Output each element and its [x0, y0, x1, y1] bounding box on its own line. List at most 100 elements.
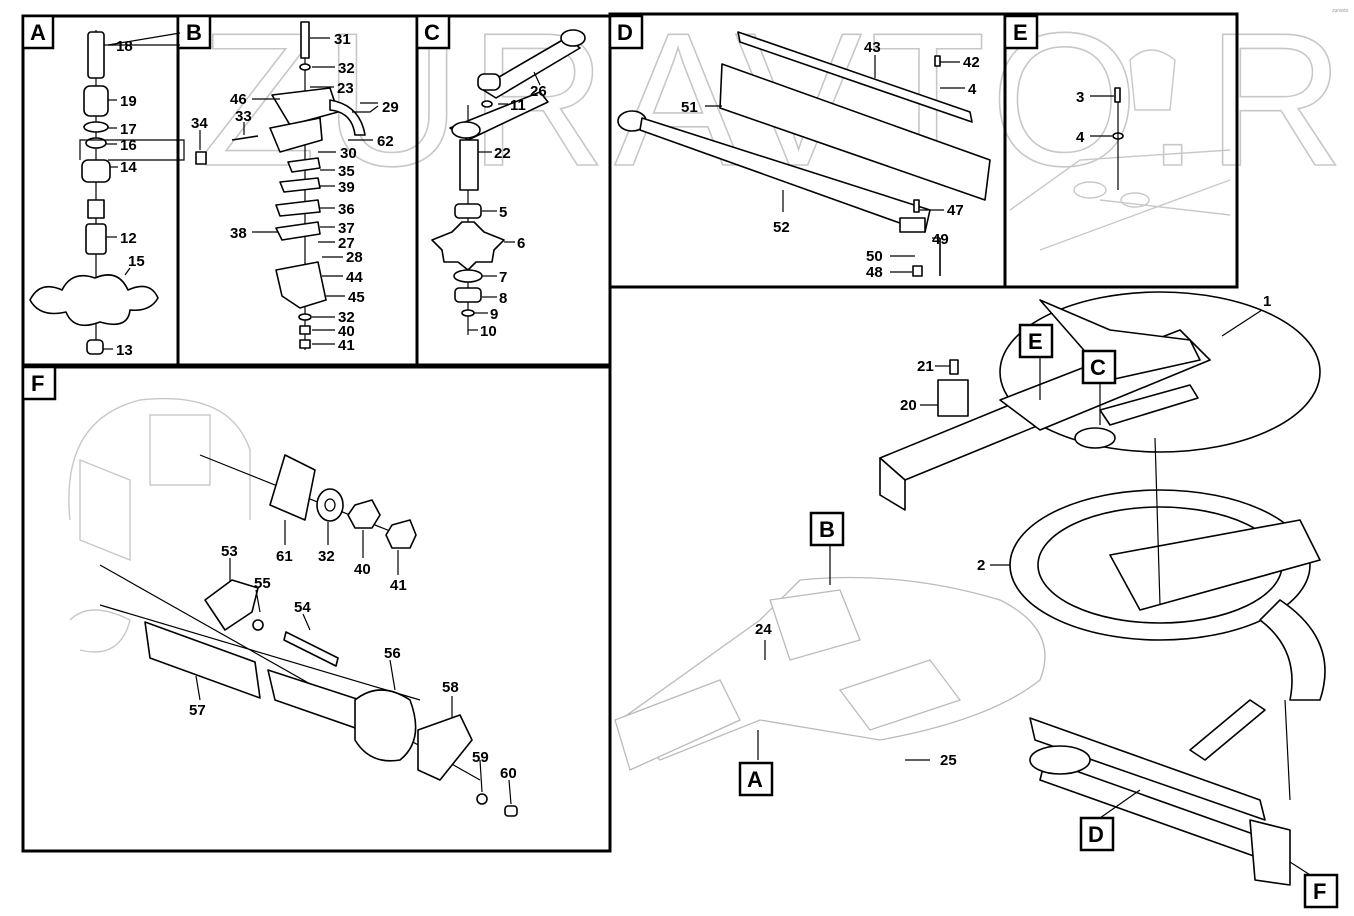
- callout-b-45: 45: [348, 289, 365, 306]
- callout-f-61: 61: [276, 548, 293, 565]
- callout-f-56: 56: [384, 645, 401, 662]
- callout-overview-24: 24: [755, 621, 772, 638]
- callout-a-18: 18: [116, 38, 133, 55]
- callout-b-38: 38: [230, 225, 247, 242]
- callout-d-49: 49: [932, 231, 949, 248]
- overview-b-box: [809, 511, 845, 547]
- callout-c-7: 7: [499, 269, 507, 286]
- callout-overview-20: 20: [900, 397, 917, 414]
- panel-d-drawing: 43 42 4 51 52 47 49 50 48: [617, 31, 991, 281]
- callout-c-8: 8: [499, 290, 507, 307]
- panel-a-tab: A: [21, 14, 55, 50]
- overview-e-label: E: [1028, 329, 1043, 354]
- panel-b-label: B: [186, 20, 202, 45]
- panel-c-drawing: 11 26 22 5 6 7 8 9 10: [431, 29, 586, 340]
- callout-b-35: 35: [338, 163, 355, 180]
- callout-b-28: 28: [346, 249, 363, 266]
- panel-e-drawing: 3 4: [1009, 49, 1231, 251]
- callout-b-29: 29: [382, 99, 399, 116]
- callout-b-44: 44: [346, 269, 363, 286]
- callout-c-5: 5: [499, 204, 507, 221]
- callout-f-57: 57: [189, 702, 206, 719]
- panel-f-frame: [21, 365, 612, 853]
- callout-f-53: 53: [221, 543, 238, 560]
- panel-e-label: E: [1013, 20, 1028, 45]
- overview-c-label: C: [1090, 355, 1106, 380]
- callout-e-4: 4: [1076, 129, 1085, 146]
- callout-f-41: 41: [390, 577, 407, 594]
- panel-a-label: A: [30, 20, 46, 45]
- callout-b-32b: 32: [338, 309, 355, 326]
- panel-b-tab: B: [176, 14, 212, 50]
- callout-c-10: 10: [480, 323, 497, 340]
- overview-d-label: D: [1088, 822, 1104, 847]
- callout-f-60: 60: [500, 765, 517, 782]
- callout-d-50: 50: [866, 248, 883, 265]
- panel-f-tab: F: [21, 365, 57, 401]
- callout-f-55: 55: [254, 575, 271, 592]
- callout-b-37: 37: [338, 220, 355, 237]
- panel-b-drawing: 31 32 23 46 29 62 30 34 33 35 39 36 37 3…: [191, 21, 399, 354]
- callout-f-54: 54: [294, 599, 311, 616]
- callout-overview-1: 1: [1263, 293, 1271, 310]
- corner-mark: zuravto: [1332, 8, 1349, 14]
- callout-b-39: 39: [338, 179, 355, 196]
- callout-b-32: 32: [338, 60, 355, 77]
- callout-a-14: 14: [120, 159, 137, 176]
- callout-a-19: 19: [120, 93, 137, 110]
- overview-a-box: [738, 761, 774, 797]
- callout-b-36: 36: [338, 201, 355, 218]
- callout-b-30: 30: [340, 145, 357, 162]
- callout-overview-2: 2: [977, 557, 985, 574]
- callout-d-42: 42: [963, 54, 980, 71]
- callout-d-47: 47: [947, 202, 964, 219]
- callout-a-12: 12: [120, 230, 137, 247]
- callout-a-17: 17: [120, 121, 137, 138]
- callout-f-40: 40: [354, 561, 371, 578]
- overview-assembly: 1 21 20 2 24 25 E C B A D F: [614, 291, 1339, 909]
- callout-f-32: 32: [318, 548, 335, 565]
- callout-b-62: 62: [377, 133, 394, 150]
- callout-f-58: 58: [442, 679, 459, 696]
- callout-d-51: 51: [681, 99, 698, 116]
- panel-e-tab: E: [1003, 14, 1039, 50]
- callout-b-27: 27: [338, 235, 355, 252]
- overview-d-box: [1079, 816, 1115, 852]
- callout-overview-25: 25: [940, 752, 957, 769]
- panel-d-tab: D: [608, 14, 644, 50]
- callout-f-59: 59: [472, 749, 489, 766]
- panel-e-frame: [1003, 12, 1239, 289]
- overview-f-label: F: [1313, 879, 1326, 904]
- callout-d-52: 52: [773, 219, 790, 236]
- panel-a-drawing: 18 19 17 16 14 12 15 13: [29, 30, 185, 359]
- overview-f-box: [1303, 873, 1339, 909]
- panel-f-label: F: [31, 371, 44, 396]
- callout-a-13: 13: [116, 342, 133, 359]
- callout-c-26: 26: [530, 83, 547, 100]
- callout-c-11: 11: [510, 97, 526, 114]
- callout-b-46: 46: [230, 91, 247, 108]
- callout-c-6: 6: [517, 235, 525, 252]
- overview-b-label: B: [819, 517, 835, 542]
- callout-b-23: 23: [337, 80, 354, 97]
- panel-c-tab: C: [415, 14, 451, 50]
- panel-c-label: C: [424, 20, 440, 45]
- callout-b-31: 31: [334, 31, 351, 48]
- callout-b-40: 40: [338, 323, 355, 340]
- callout-d-43: 43: [864, 39, 881, 56]
- panel-d-label: D: [617, 20, 633, 45]
- callout-overview-21: 21: [917, 358, 934, 375]
- panel-f-drawing: 61 32 40 41 53 55 54 56 57 58 59 60: [68, 397, 518, 817]
- callout-b-41: 41: [338, 337, 355, 354]
- callout-c-22: 22: [494, 145, 511, 162]
- callout-a-16: 16: [120, 137, 137, 154]
- callout-a-15: 15: [128, 253, 145, 270]
- callout-e-3: 3: [1076, 89, 1084, 106]
- callout-b-34: 34: [191, 115, 208, 132]
- callout-d-4: 4: [968, 81, 977, 98]
- callout-d-48: 48: [866, 264, 883, 281]
- overview-e-box: [1018, 323, 1054, 359]
- callout-b-33: 33: [235, 108, 252, 125]
- callout-c-9: 9: [490, 306, 498, 323]
